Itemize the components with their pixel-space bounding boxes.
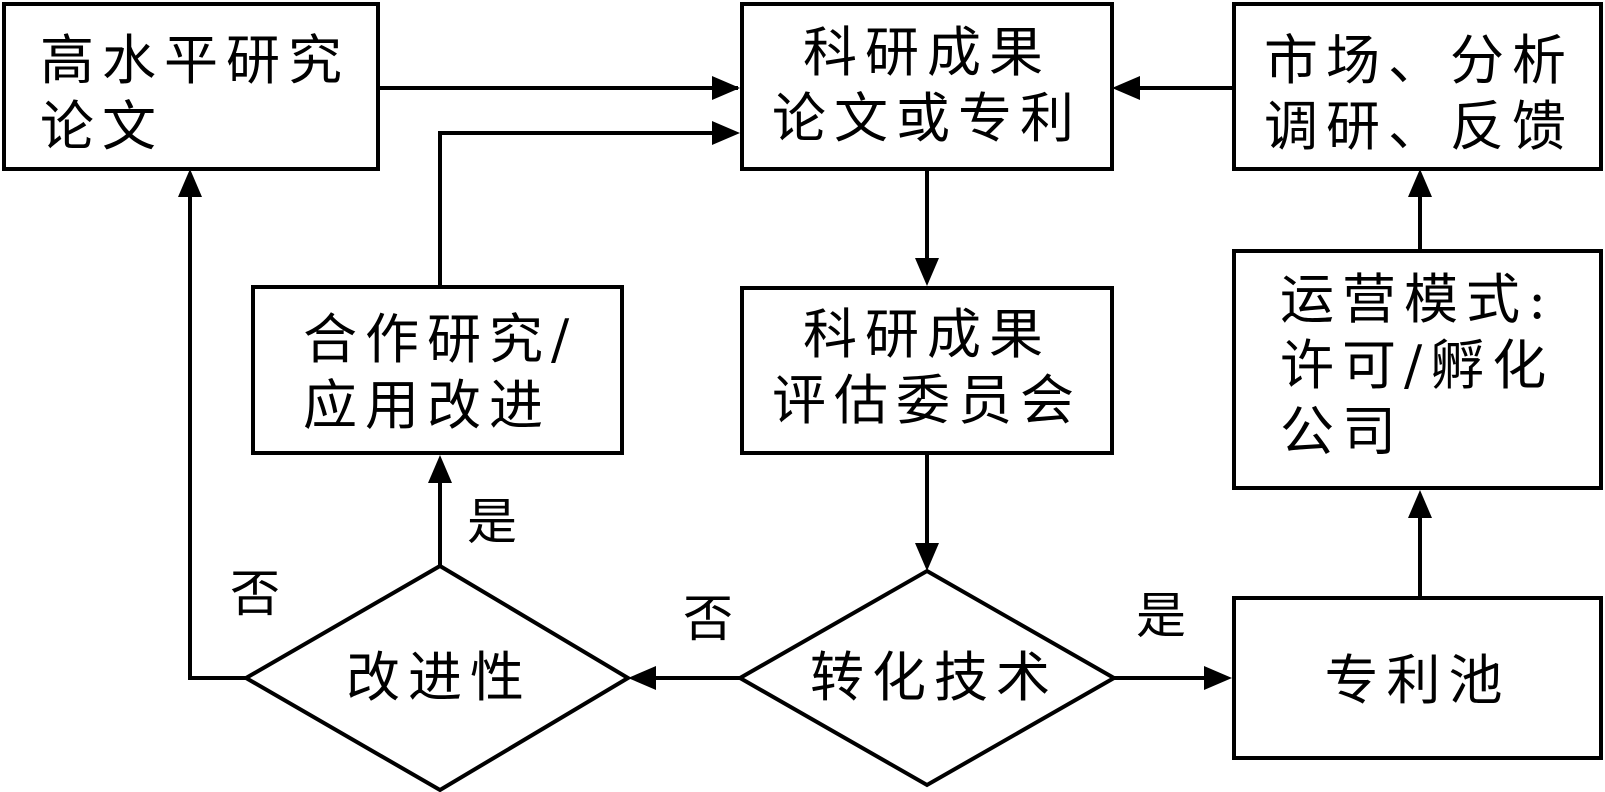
arrowhead xyxy=(1408,169,1432,197)
arrowhead xyxy=(915,543,939,571)
node-text-line: 市场、分析 xyxy=(1264,29,1574,92)
node-text-line: 调研、反馈 xyxy=(1264,95,1574,158)
arrowhead xyxy=(628,666,656,690)
arrowhead xyxy=(1204,666,1232,690)
edge-label-improve-yes: 是 xyxy=(467,493,517,551)
node-text-line: 合作研究/ xyxy=(303,308,578,371)
arrowhead xyxy=(428,455,452,483)
node-text-line: 公司 xyxy=(1280,400,1404,463)
arrowhead xyxy=(712,121,740,145)
node-text-line: 高水平研究 xyxy=(40,29,350,92)
node-operation-mode: 运营模式: 许可/孵化 公司 xyxy=(1232,249,1603,490)
node-text-line: 论文或专利 xyxy=(772,87,1082,150)
arrowhead xyxy=(1112,76,1140,100)
node-high-level-paper: 高水平研究 论文 xyxy=(2,2,380,171)
edge-label-transfer-yes: 是 xyxy=(1136,587,1186,645)
node-research-results: 科研成果 论文或专利 xyxy=(740,2,1114,171)
edge-improve-to-paper xyxy=(188,197,246,680)
node-evaluation-committee: 科研成果 评估委员会 xyxy=(740,286,1114,455)
node-text-line: 专利池 xyxy=(1324,649,1511,712)
edge-label-transfer-no: 否 xyxy=(683,590,733,648)
node-text-line: 科研成果 xyxy=(803,21,1051,84)
diamond-transfer-tech-label: 转化技术 xyxy=(810,646,1058,709)
node-text-line: 应用改进 xyxy=(303,374,551,437)
arrowhead xyxy=(178,169,202,197)
node-patent-pool: 专利池 xyxy=(1232,596,1603,760)
node-cooperation: 合作研究/ 应用改进 xyxy=(251,285,624,455)
diamond-transfer-tech xyxy=(735,568,1119,788)
node-text-line: 论文 xyxy=(40,95,164,158)
node-text-line: 科研成果 xyxy=(803,303,1051,366)
diamond-improvability-label: 改进性 xyxy=(346,646,532,709)
node-text-line: 评估委员会 xyxy=(772,369,1082,432)
node-text-line: 运营模式: xyxy=(1280,268,1555,331)
arrowhead xyxy=(915,258,939,286)
node-market-analysis: 市场、分析 调研、反馈 xyxy=(1232,2,1603,171)
diamond-improvability xyxy=(241,563,632,792)
node-text-line: 许可/孵化 xyxy=(1280,334,1555,397)
edge-cooperation-to-results xyxy=(438,131,712,285)
arrowhead xyxy=(712,76,740,100)
arrowhead xyxy=(1408,490,1432,518)
edge-label-improve-no: 否 xyxy=(230,565,280,623)
